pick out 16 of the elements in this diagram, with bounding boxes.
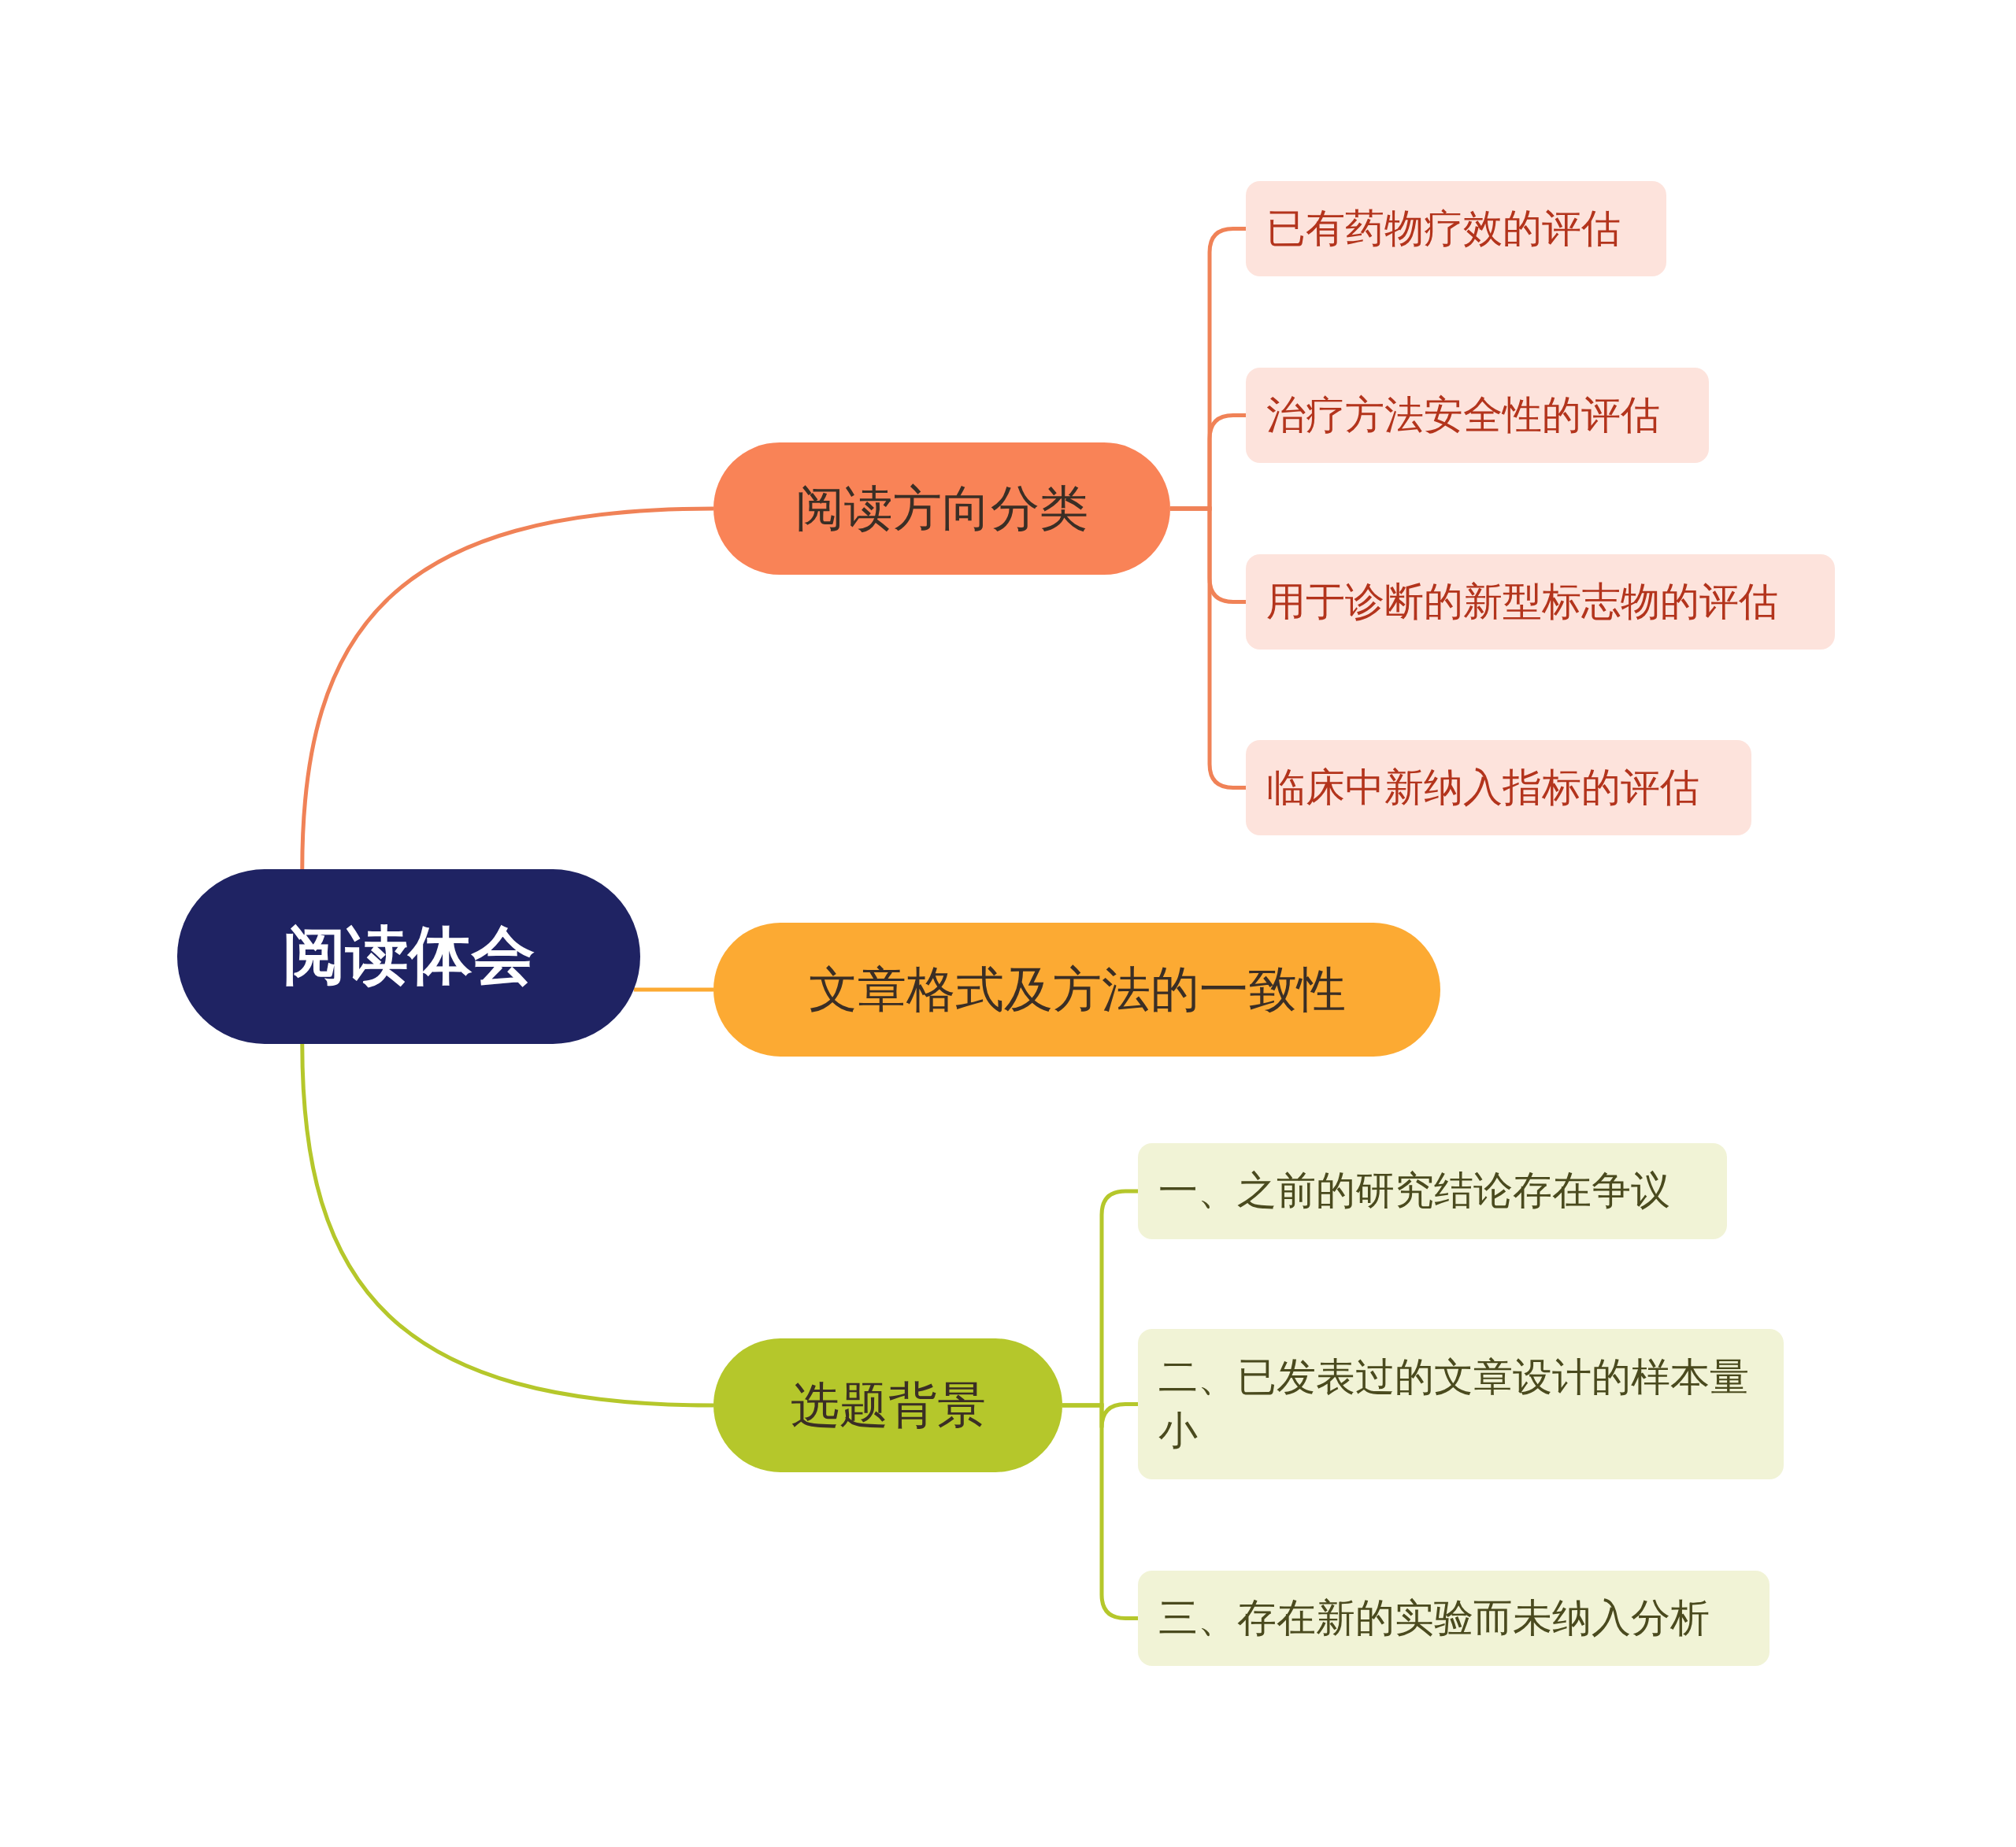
connector-line [634, 987, 713, 992]
subtopic-box: 一、之前的研究结论存在争议 [1138, 1143, 1727, 1239]
subtopic-box: 临床中新纳入指标的评估 [1246, 740, 1751, 835]
topic-pill: 选题背景 [713, 1338, 1062, 1472]
connector-line [300, 506, 714, 870]
subtopic-box: 二、已发表过的文章设计的样本量小 [1138, 1329, 1784, 1479]
connector-line [300, 1043, 714, 1408]
subtopic-box: 用于诊断的新型标志物的评估 [1246, 554, 1835, 650]
subtopic-box: 治疗方法安全性的评估 [1246, 368, 1709, 463]
topic-pill: 文章格式及方法的一致性 [713, 923, 1440, 1057]
connector-line [1170, 506, 1246, 790]
connector-line [1062, 1403, 1138, 1620]
subtopic-box: 已有药物疗效的评估 [1246, 181, 1666, 276]
central-topic: 阅读体会 [177, 869, 640, 1044]
topic-pill: 阅读方向分类 [713, 442, 1170, 575]
subtopic-box: 三、存在新的实验而未纳入分析 [1138, 1571, 1770, 1666]
